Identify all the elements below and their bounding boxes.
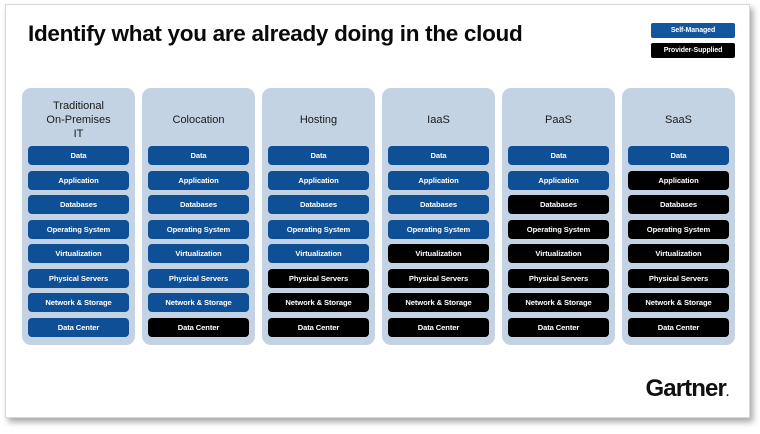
column-header-line: Traditional: [53, 100, 104, 112]
stack-layer: Application: [388, 170, 489, 190]
gartner-logo: Gartner.: [646, 375, 729, 403]
stack-layer: Application: [508, 170, 609, 190]
stack-layer: Databases: [148, 195, 249, 214]
stack-layer: Network & Storage: [388, 293, 489, 312]
column-header-label: IaaS: [427, 113, 450, 127]
stack-layer: Virtualization: [268, 244, 369, 263]
stack-layer: Network & Storage: [148, 293, 249, 312]
stack-layer: Virtualization: [388, 244, 489, 263]
column-header-label: Colocation: [173, 113, 225, 127]
column-header: SaaS: [628, 94, 729, 146]
stack-layer: Data: [148, 146, 249, 165]
column-header-line: IaaS: [427, 114, 450, 126]
stack-layer: Network & Storage: [628, 293, 729, 312]
column-header-line: PaaS: [545, 114, 572, 126]
stack-layer: Network & Storage: [28, 293, 129, 312]
stack-layer: Physical Servers: [268, 268, 369, 288]
stack-layer: Data Center: [508, 317, 609, 337]
column-header-line: On-Premises: [46, 114, 111, 126]
stack-layer: Virtualization: [148, 244, 249, 263]
stack-layer: Physical Servers: [28, 268, 129, 288]
column-header-line: IT: [73, 128, 84, 140]
column-header-label: SaaS: [665, 113, 692, 127]
stack-layer: Data Center: [268, 317, 369, 337]
stack-layer: Data Center: [28, 317, 129, 337]
stack-layer: Data: [628, 146, 729, 165]
stack-layer: Data Center: [148, 317, 249, 337]
slide-header: Identify what you are already doing in t…: [6, 5, 749, 69]
stack-layer: Operating System: [268, 219, 369, 239]
stack-layer: Databases: [268, 195, 369, 214]
legend-badge-provider: Provider-Supplied: [651, 43, 735, 58]
stack-layer: Operating System: [508, 219, 609, 239]
stack-layer: Operating System: [628, 219, 729, 239]
column-header-line: SaaS: [665, 114, 692, 126]
legend-badge-self: Self-Managed: [651, 23, 735, 38]
column-header: IaaS: [388, 94, 489, 146]
stack-layer: Data: [268, 146, 369, 165]
stack-layer: Physical Servers: [508, 268, 609, 288]
stack-layer: Virtualization: [508, 244, 609, 263]
column-header-label: Hosting: [300, 113, 337, 127]
column-header-label: PaaS: [545, 113, 572, 127]
stack-layer: Network & Storage: [508, 293, 609, 312]
stack-layer: Physical Servers: [628, 268, 729, 288]
stack-layer: Databases: [628, 195, 729, 214]
stack-layer: Data: [28, 146, 129, 165]
gartner-logo-mark: .: [725, 387, 729, 399]
column-header-line: Colocation: [172, 114, 225, 126]
stack-layer: Virtualization: [28, 244, 129, 263]
stack-layer: Network & Storage: [268, 293, 369, 312]
stack-layer: Databases: [388, 195, 489, 214]
stack-layer: Data: [508, 146, 609, 165]
stack-layer: Data: [388, 146, 489, 165]
stack-layer: Physical Servers: [148, 268, 249, 288]
stack-layer: Application: [148, 170, 249, 190]
stack-layer: Operating System: [148, 219, 249, 239]
stack-layer: Operating System: [388, 219, 489, 239]
column-header-line: Hosting: [299, 114, 338, 126]
stack-layer: Data Center: [628, 317, 729, 337]
stack-layer: Application: [268, 170, 369, 190]
column-header: PaaS: [508, 94, 609, 146]
page-title: Identify what you are already doing in t…: [28, 21, 523, 46]
stack-layer: Data Center: [388, 317, 489, 337]
slide-canvas: Identify what you are already doing in t…: [5, 4, 750, 418]
stack-layer: Operating System: [28, 219, 129, 239]
stack-layer: Application: [628, 170, 729, 190]
stack-layer: Databases: [28, 195, 129, 214]
stack-layer: Application: [28, 170, 129, 190]
gartner-logo-text: Gartner: [645, 375, 727, 402]
stack-layer: Databases: [508, 195, 609, 214]
stack-layer: Virtualization: [628, 244, 729, 263]
column-header: Colocation: [148, 94, 249, 146]
column-header: Hosting: [268, 94, 369, 146]
stack-layer: Physical Servers: [388, 268, 489, 288]
